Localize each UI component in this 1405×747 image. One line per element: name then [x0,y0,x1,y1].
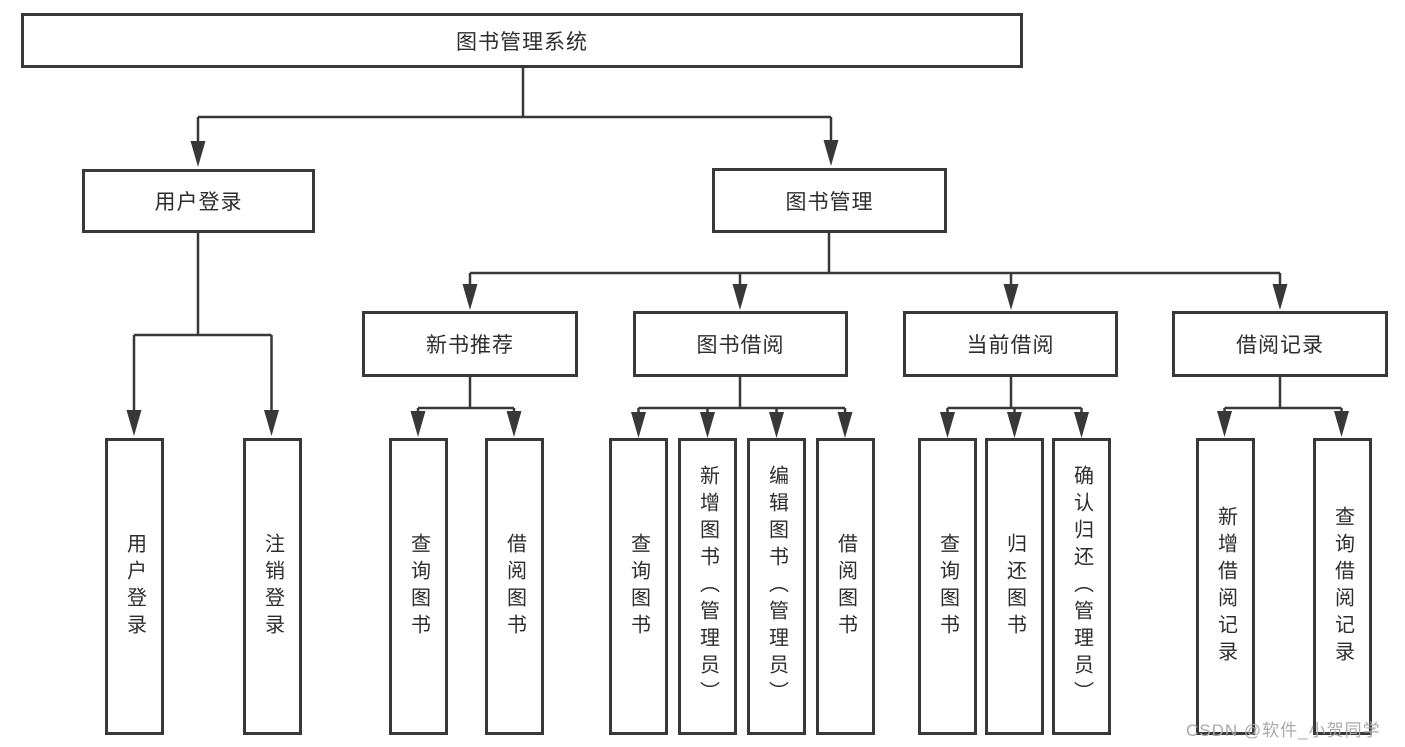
leaf-borrow-books: 借阅图书 [816,438,875,735]
csdn-watermark: CSDN @软件_小贺同学 [1186,721,1381,740]
leaf-label: 用户登录 [123,532,146,641]
leaf-user-login: 用户登录 [105,438,164,735]
leaf-add-books-admin: 新增图书（管理员） [678,438,737,735]
leaf-label: 编辑图书（管理员） [765,465,788,708]
node-book-management: 图书管理 [712,168,947,233]
leaf-label: 归还图书 [1003,532,1026,641]
leaf-edit-books-admin: 编辑图书（管理员） [747,438,806,735]
leaf-label: 借阅图书 [503,532,526,641]
leaf-label: 注销登录 [261,532,284,641]
leaf-query-borrow-record: 查询借阅记录 [1313,438,1372,735]
leaf-return-books: 归还图书 [985,438,1044,735]
node-label: 图书借阅 [696,334,785,357]
leaf-label: 新增借阅记录 [1214,505,1237,668]
node-label: 图书管理 [785,190,874,214]
node-label: 用户登录 [154,191,243,214]
leaf-logout: 注销登录 [243,438,302,735]
leaf-confirm-return-admin: 确认归还（管理员） [1052,438,1111,735]
leaf-label: 查询图书 [627,532,650,641]
leaf-label: 借阅图书 [834,532,857,641]
node-label: 当前借阅 [966,334,1055,357]
node-label: 图书管理系统 [456,30,588,54]
node-borrowing-records: 借阅记录 [1172,311,1388,377]
node-label: 借阅记录 [1236,334,1324,357]
leaf-query-books-borrow: 查询图书 [609,438,668,735]
node-new-book-recommendation: 新书推荐 [362,311,578,377]
node-library-management-system: 图书管理系统 [21,13,1023,68]
leaf-label: 查询图书 [936,532,959,641]
leaf-query-books-recommend: 查询图书 [389,438,448,735]
node-user-login: 用户登录 [82,169,315,233]
node-book-borrowing: 图书借阅 [633,311,848,377]
leaf-add-borrow-record: 新增借阅记录 [1196,438,1255,735]
node-label: 新书推荐 [426,334,514,357]
leaf-borrow-books-recommend: 借阅图书 [485,438,544,735]
leaf-label: 查询图书 [407,532,430,641]
leaf-query-books-current: 查询图书 [918,438,977,735]
leaf-label: 确认归还（管理员） [1070,465,1093,708]
node-current-borrowing: 当前借阅 [903,311,1118,377]
leaf-label: 新增图书（管理员） [696,465,719,708]
leaf-label: 查询借阅记录 [1331,505,1354,668]
